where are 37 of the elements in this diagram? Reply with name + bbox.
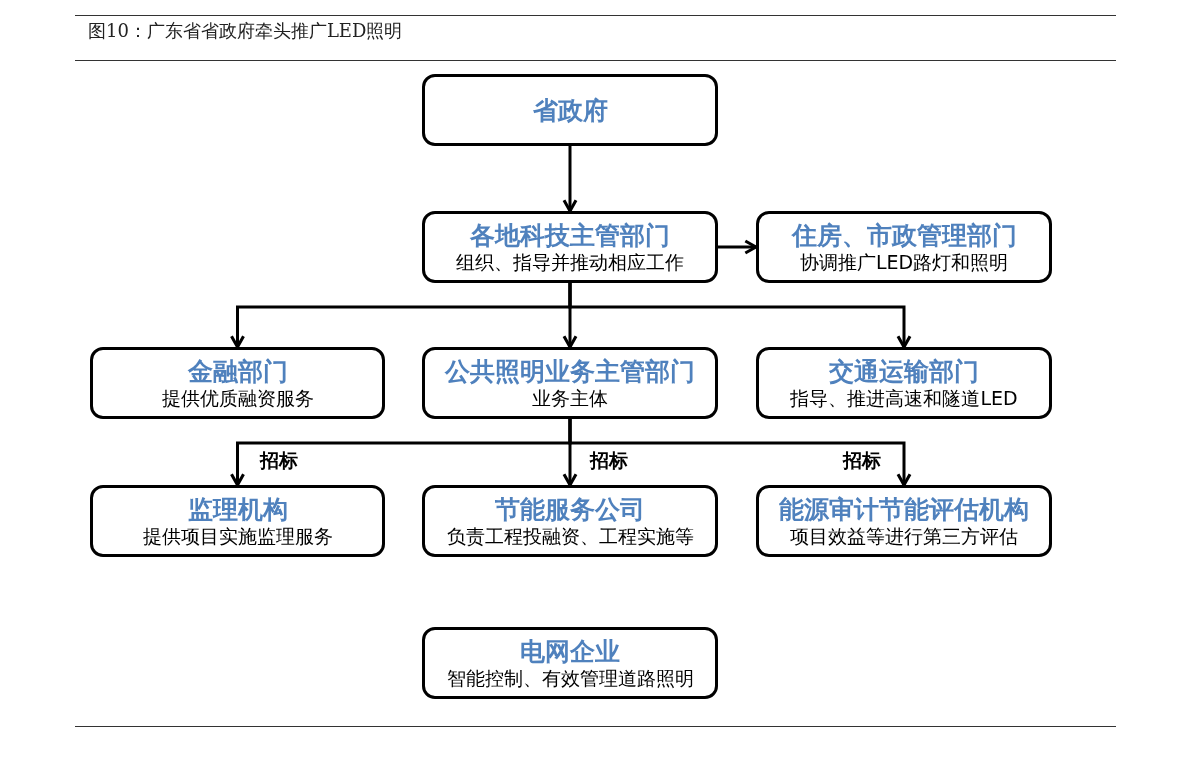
- arrow: [568, 419, 912, 487]
- department-box: [756, 485, 1052, 557]
- department-box: [90, 485, 385, 557]
- box-heading: 住房、市政管理部门: [791, 220, 1017, 250]
- arrow: [718, 239, 758, 255]
- department-box: [90, 347, 385, 419]
- department-box: [422, 211, 718, 283]
- box-description: 提供优质融资服务: [161, 385, 314, 410]
- box-heading: 各地科技主管部门: [470, 220, 670, 250]
- box-heading: 电网企业: [520, 636, 620, 666]
- box-heading: 公共照明业务主管部门: [445, 356, 695, 386]
- edge-label: 招标: [588, 449, 630, 471]
- department-box: [422, 485, 718, 557]
- figure-title: 图10：广东省省政府牵头推广LED照明: [88, 20, 403, 42]
- edge-label: 招标: [841, 449, 883, 471]
- box-description: 智能控制、有效管理道路照明: [446, 665, 694, 690]
- arrow: [562, 146, 578, 213]
- edge-label: 招标: [258, 449, 300, 471]
- box-description: 协调推广LED路灯和照明: [799, 249, 1009, 274]
- box-heading: 监理机构: [187, 494, 288, 524]
- box-heading: 交通运输部门: [829, 356, 979, 386]
- box-description: 负责工程投融资、工程实施等: [446, 523, 694, 548]
- arrow: [568, 283, 912, 349]
- department-box: [422, 627, 718, 699]
- box-heading: 金融部门: [187, 356, 288, 386]
- department-box: [422, 74, 718, 146]
- box-description: 项目效益等进行第三方评估: [790, 523, 1018, 548]
- box-description: 组织、指导并推动相应工作: [456, 249, 684, 274]
- box-heading: 能源审计节能评估机构: [779, 494, 1029, 524]
- box-description: 业务主体: [532, 385, 608, 410]
- department-box: [756, 347, 1052, 419]
- box-description: 指导、推进高速和隧道LED: [790, 385, 1018, 410]
- box-heading: 省政府: [532, 95, 608, 125]
- box-heading: 节能服务公司: [495, 494, 645, 524]
- department-box: [756, 211, 1052, 283]
- department-box: [422, 347, 718, 419]
- box-description: 提供项目实施监理服务: [142, 523, 333, 548]
